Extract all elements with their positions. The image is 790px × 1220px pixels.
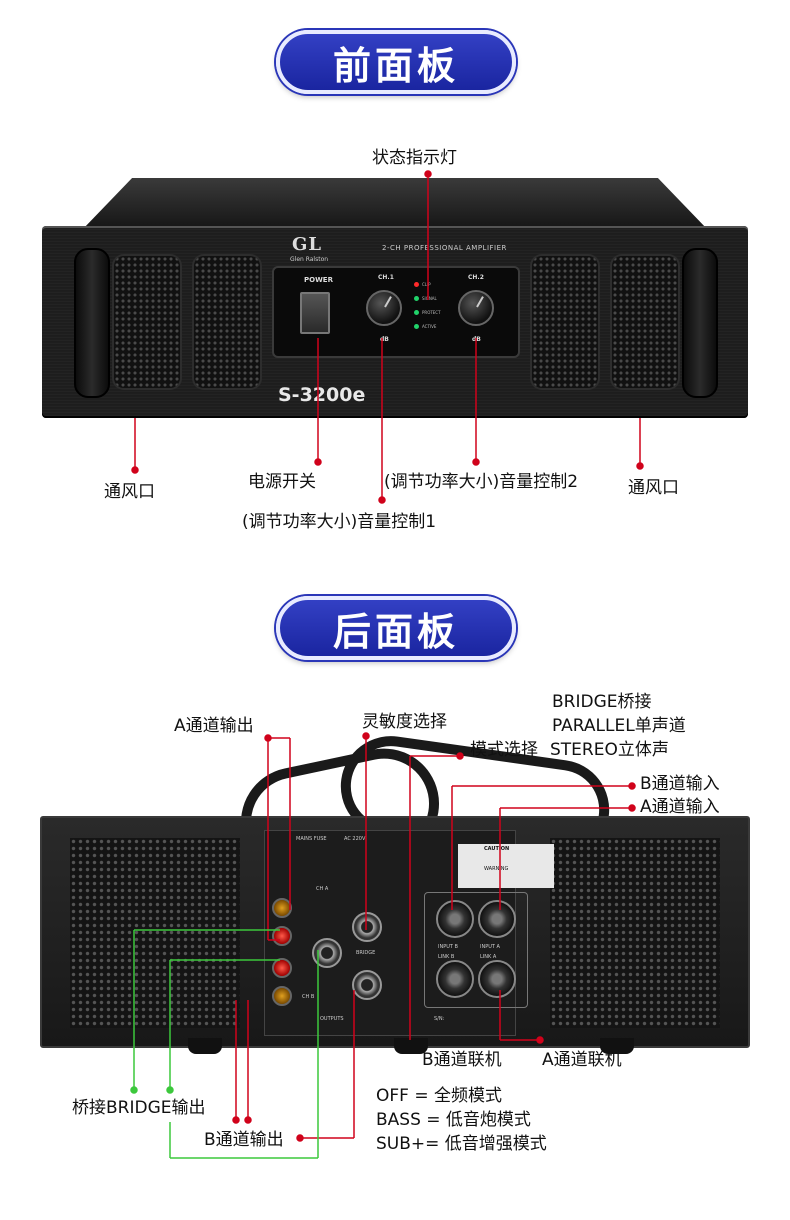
right-handle — [682, 248, 718, 398]
ch1-label: CH.1 — [378, 274, 394, 281]
rear-vent-right — [550, 838, 720, 1028]
label-b-out: B通道输出 — [204, 1130, 284, 1150]
led-clip — [414, 282, 419, 287]
power-switch[interactable] — [300, 292, 330, 334]
model-name: S-3200e — [278, 384, 366, 406]
terminal-b-minus[interactable] — [272, 986, 292, 1006]
label-mode-select: 模式选择 — [470, 740, 538, 760]
front-panel-image: GL Glen Ralston 2-CH PROFESSIONAL AMPLIF… — [42, 178, 748, 418]
terminal-a-minus[interactable] — [272, 926, 292, 946]
ch-a-label: CH A — [316, 886, 329, 892]
rear-panel-title: 后面板 — [276, 596, 516, 660]
label-volume-2: (调节功率大小)音量控制2 — [384, 472, 579, 492]
label-bridge-out: 桥接BRIDGE输出 — [72, 1098, 206, 1118]
amp-header-text: 2-CH PROFESSIONAL AMPLIFIER — [382, 244, 507, 252]
label-freq-sub: SUB+= 低音增强模式 — [376, 1134, 547, 1154]
ch2-db-label: dB — [472, 336, 481, 343]
label-vent-right: 通风口 — [628, 478, 679, 498]
speakon-bridge-output[interactable] — [312, 938, 342, 968]
ch2-label: CH.2 — [468, 274, 484, 281]
sn-label: S/N: — [434, 1016, 445, 1022]
label-vent-left: 通风口 — [104, 482, 155, 502]
rear-foot-3 — [600, 1038, 634, 1054]
led-protect — [414, 310, 419, 315]
ch1-db-label: dB — [380, 336, 389, 343]
xlr-link-b[interactable] — [436, 960, 474, 998]
led-active-label: ACTIVE — [422, 324, 437, 329]
rear-foot-2 — [394, 1038, 428, 1054]
vent-grill-1 — [112, 254, 182, 390]
ch-b-label: CH B — [302, 994, 315, 1000]
brand-logo: GL — [292, 234, 323, 255]
label-freq-off: OFF = 全频模式 — [376, 1086, 502, 1106]
power-label: POWER — [304, 276, 333, 284]
vent-grill-3 — [530, 254, 600, 390]
ac-label: AC 220V — [344, 836, 366, 842]
led-clip-label: CLIP — [422, 282, 431, 287]
caution-text: CAUTION — [484, 846, 510, 852]
vent-grill-2 — [192, 254, 262, 390]
speakon-b-output[interactable] — [352, 970, 382, 1000]
label-b-link: B通道联机 — [422, 1050, 502, 1070]
label-mode-bridge: BRIDGE桥接 — [552, 692, 652, 712]
led-signal-label: SIGNAL — [422, 296, 437, 301]
brand-subtitle: Glen Ralston — [290, 256, 329, 263]
outputs-label: OUTPUTS — [320, 1016, 344, 1022]
xlr-input-b[interactable] — [436, 900, 474, 938]
vent-grill-4 — [610, 254, 680, 390]
io-plate — [424, 892, 528, 1008]
label-b-in: B通道输入 — [640, 774, 720, 794]
label-mode-parallel: PARALLEL单声道 — [552, 716, 686, 736]
amp-top-cover — [82, 178, 708, 230]
led-active — [414, 324, 419, 329]
volume-knob-1[interactable] — [366, 290, 402, 326]
xlr-link-a[interactable] — [478, 960, 516, 998]
label-a-link: A通道联机 — [542, 1050, 622, 1070]
left-handle — [74, 248, 110, 398]
label-sensitivity: 灵敏度选择 — [362, 712, 447, 732]
speakon-a-output[interactable] — [352, 912, 382, 942]
label-a-out: A通道输出 — [174, 716, 254, 736]
label-freq-bass: BASS = 低音炮模式 — [376, 1110, 531, 1130]
link-b-label: LINK B — [438, 954, 455, 960]
input-a-label: INPUT A — [480, 944, 500, 950]
rear-vent-left — [70, 838, 240, 1028]
terminal-a-plus[interactable] — [272, 898, 292, 918]
link-a-label: LINK A — [480, 954, 497, 960]
caution-label-box — [458, 844, 554, 888]
label-status-led: 状态指示灯 — [372, 148, 457, 168]
control-panel: POWER CH.1 dB CH.2 dB CLIP SIGNAL PROTEC… — [272, 266, 520, 358]
warning-text: WARNING — [484, 866, 509, 872]
led-protect-label: PROTECT — [422, 310, 441, 315]
rear-panel-image: MAINS FUSE AC 220V CH A CH B BRIDGE OUTP… — [40, 729, 750, 1054]
volume-knob-2[interactable] — [458, 290, 494, 326]
led-signal — [414, 296, 419, 301]
terminal-b-plus[interactable] — [272, 958, 292, 978]
rear-foot-1 — [188, 1038, 222, 1054]
label-a-in: A通道输入 — [640, 797, 720, 817]
label-mode-stereo: STEREO立体声 — [550, 740, 669, 760]
label-volume-1: (调节功率大小)音量控制1 — [242, 512, 437, 532]
bridge-label: BRIDGE — [356, 950, 376, 956]
mains-fuse-label: MAINS FUSE — [296, 836, 327, 842]
front-panel-title: 前面板 — [276, 30, 516, 94]
xlr-input-a[interactable] — [478, 900, 516, 938]
input-b-label: INPUT B — [438, 944, 458, 950]
label-power-switch: 电源开关 — [248, 472, 316, 492]
